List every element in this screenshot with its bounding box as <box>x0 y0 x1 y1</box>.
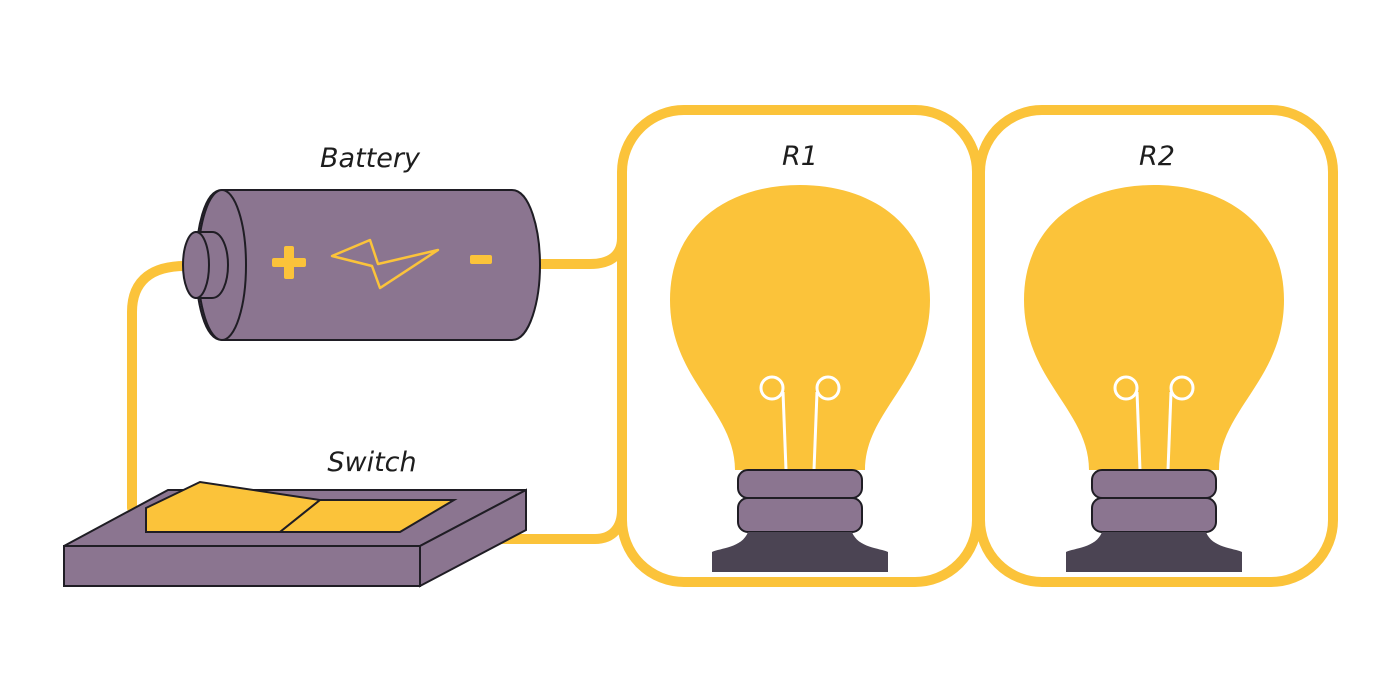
bulb-r1-glass <box>670 185 930 470</box>
bulb-r1-base-ring-1 <box>737 469 863 499</box>
battery-terminal-tip <box>182 231 210 299</box>
wires <box>127 105 1338 587</box>
lightning-icon <box>330 238 440 290</box>
r2-frame <box>975 105 1338 587</box>
r2-label: R2 <box>1139 141 1175 172</box>
bulb-r1-filament <box>759 375 841 471</box>
minus-icon <box>470 255 492 264</box>
plus-icon <box>272 246 306 279</box>
bulb-r1-cap <box>712 532 888 572</box>
r1-label: R1 <box>782 141 818 172</box>
switch <box>63 480 527 588</box>
bulb-r1 <box>670 185 930 572</box>
bulb-r2-glass <box>1024 185 1284 470</box>
bulb-r2-filament <box>1113 375 1195 471</box>
bulb-r2-cap <box>1066 532 1242 572</box>
bulb-r2-base-ring-1 <box>1091 469 1217 499</box>
bulb-r2 <box>1024 185 1284 572</box>
switch-base-front <box>63 545 421 587</box>
battery-label: Battery <box>320 143 421 174</box>
switch-base-side <box>419 488 527 588</box>
battery <box>182 189 542 341</box>
bulb-r1-base-ring-2 <box>737 497 863 533</box>
switch-lever-right <box>277 499 458 533</box>
bulb-r2-base-ring-2 <box>1091 497 1217 533</box>
wire-battery-to-r1 <box>523 233 627 269</box>
switch-label: Switch <box>327 447 416 478</box>
wire-battery-to-switch <box>127 261 190 513</box>
